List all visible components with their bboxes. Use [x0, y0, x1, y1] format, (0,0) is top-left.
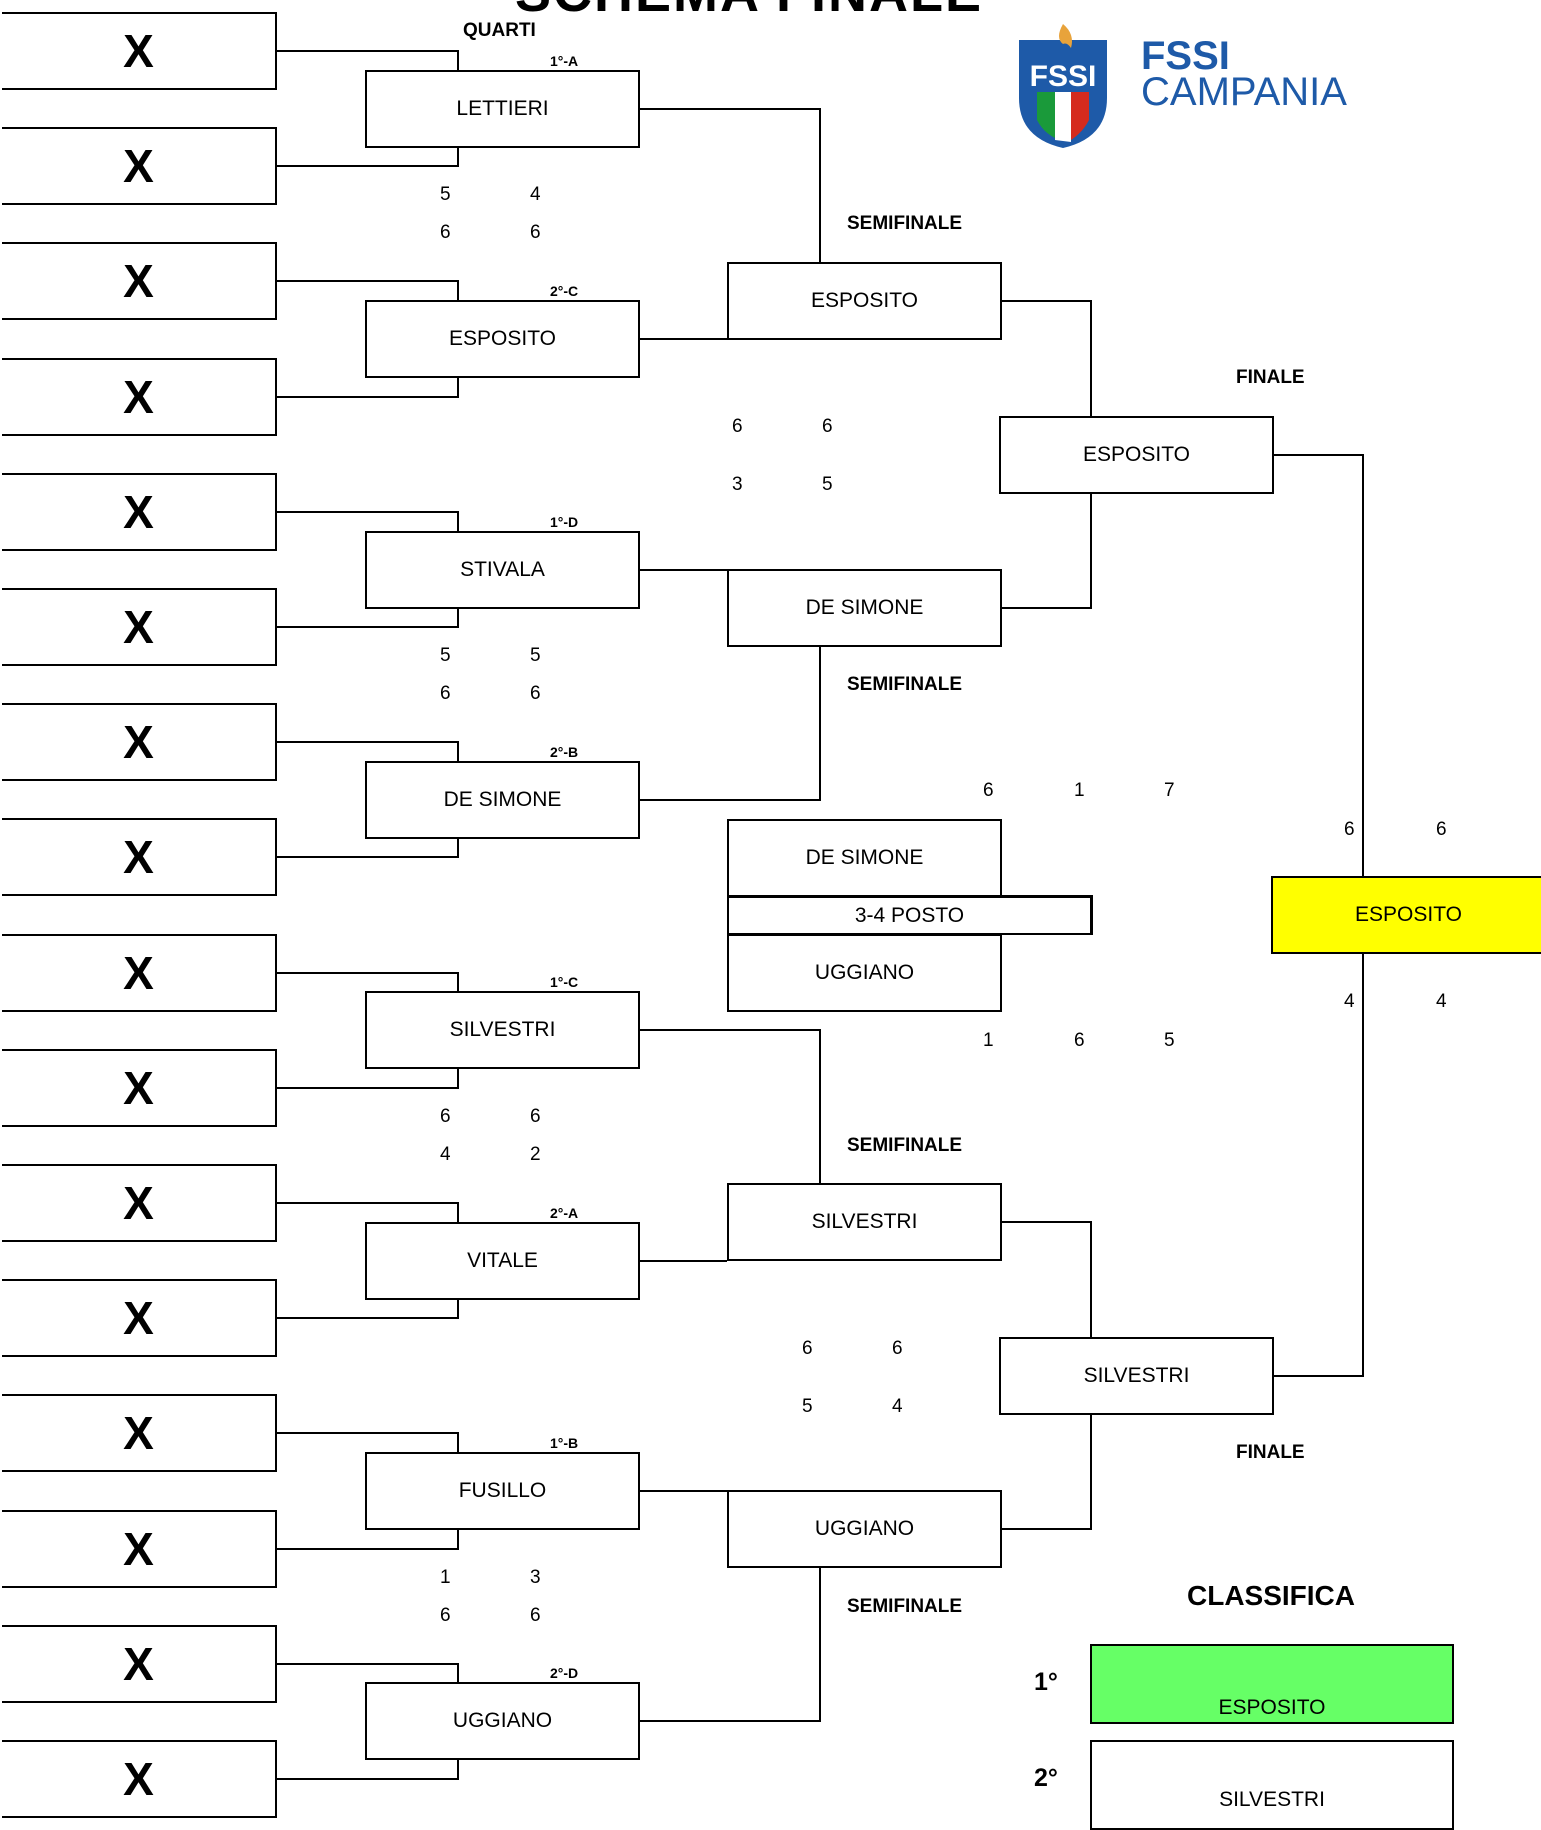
quarterfinal-box[interactable]: ESPOSITO [365, 300, 640, 378]
quarter-score: 4 [530, 184, 541, 205]
classifica-pos-1: 1° [1034, 1668, 1058, 1696]
third-place-label: 3-4 POSTO [727, 896, 1092, 935]
quarterfinal-box[interactable]: STIVALA [365, 531, 640, 609]
quarterfinal-seed: 2°-B [550, 744, 579, 760]
first-round-slot[interactable]: X [2, 934, 277, 1012]
first-round-slot[interactable]: X [2, 1049, 277, 1127]
final-score: 6 [1344, 819, 1355, 840]
quarterfinal-seed: 1°-A [550, 53, 579, 69]
quarterfinal-box[interactable]: LETTIERI [365, 70, 640, 148]
third-score-a: 6 [983, 780, 994, 801]
quarter-score: 5 [530, 645, 541, 666]
quarter-score: 6 [530, 1106, 541, 1127]
semifinal-box-3[interactable]: SILVESTRI [727, 1183, 1002, 1261]
label-semifinale-1: SEMIFINALE [847, 213, 963, 234]
classifica-second-name: SILVESTRI [1219, 1788, 1325, 1811]
final-score: 6 [1436, 819, 1447, 840]
third-place-player-a[interactable]: DE SIMONE [727, 819, 1002, 897]
quarter-score: 2 [530, 1144, 541, 1165]
quarter-score: 4 [440, 1144, 451, 1165]
first-round-slot[interactable]: X [2, 1394, 277, 1472]
classifica-second: SILVESTRI [1090, 1740, 1454, 1830]
classifica-pos-2: 2° [1034, 1764, 1058, 1792]
quarter-score: 6 [440, 1605, 451, 1626]
page-title: SCHEMA FINALE [515, 0, 983, 24]
quarterfinal-seed: 1°-C [550, 974, 579, 990]
third-score-b: 5 [1164, 1030, 1175, 1051]
label-semifinale-4: SEMIFINALE [847, 1596, 963, 1617]
third-place-player-b[interactable]: UGGIANO [727, 934, 1002, 1012]
quarter-score: 5 [440, 645, 451, 666]
quarter-score: 5 [440, 184, 451, 205]
fssi-campania-logo: FSSI FSSI CAMPANIA [1015, 20, 1347, 150]
third-score-a: 7 [1164, 780, 1175, 801]
first-round-slot[interactable]: X [2, 127, 277, 205]
logo-shield-text: FSSI [1030, 60, 1097, 93]
semifinal-box-4[interactable]: UGGIANO [727, 1490, 1002, 1568]
label-semifinale-3: SEMIFINALE [847, 1135, 963, 1156]
quarter-score: 6 [440, 1106, 451, 1127]
first-round-slot[interactable]: X [2, 588, 277, 666]
quarter-score: 6 [530, 222, 541, 243]
quarter-score: 6 [530, 683, 541, 704]
quarter-score: 6 [440, 222, 451, 243]
quarterfinal-box[interactable]: DE SIMONE [365, 761, 640, 839]
fssi-shield-icon: FSSI [1019, 24, 1107, 148]
classifica-first: ESPOSITO [1090, 1644, 1454, 1724]
semi-score: 6 [732, 416, 743, 437]
first-round-slot[interactable]: X [2, 1740, 277, 1818]
first-round-slot[interactable]: X [2, 1510, 277, 1588]
semi-score: 4 [892, 1396, 903, 1417]
quarterfinal-seed: 2°-C [550, 283, 579, 299]
quarterfinal-seed: 1°-D [550, 514, 579, 530]
quarter-score: 3 [530, 1567, 541, 1588]
logo-text-bottom: CAMPANIA [1141, 70, 1347, 114]
first-round-slot[interactable]: X [2, 703, 277, 781]
label-finale-1: FINALE [1236, 367, 1305, 388]
semi-score: 6 [802, 1338, 813, 1359]
first-round-slot[interactable]: X [2, 358, 277, 436]
third-score-a: 1 [1074, 780, 1085, 801]
quarter-score: 1 [440, 1567, 451, 1588]
final-score: 4 [1344, 991, 1355, 1012]
quarterfinal-seed: 2°-A [550, 1205, 579, 1221]
third-score-b: 6 [1074, 1030, 1085, 1051]
semi-score: 6 [892, 1338, 903, 1359]
semifinal-box-1[interactable]: ESPOSITO [727, 262, 1002, 340]
quarter-score: 6 [440, 683, 451, 704]
final-box-2[interactable]: SILVESTRI [999, 1337, 1274, 1415]
semi-score: 5 [802, 1396, 813, 1417]
semi-score: 3 [732, 474, 743, 495]
classifica-heading: CLASSIFICA [1187, 1580, 1355, 1611]
quarter-score: 6 [530, 1605, 541, 1626]
quarterfinal-box[interactable]: FUSILLO [365, 1452, 640, 1530]
classifica-first-name: ESPOSITO [1218, 1696, 1326, 1719]
label-quarti: QUARTI [463, 20, 536, 41]
quarterfinal-box[interactable]: SILVESTRI [365, 991, 640, 1069]
first-round-slot[interactable]: X [2, 1164, 277, 1242]
first-round-slot[interactable]: X [2, 1279, 277, 1357]
final-score: 4 [1436, 991, 1447, 1012]
first-round-slot[interactable]: X [2, 473, 277, 551]
semi-score: 6 [822, 416, 833, 437]
quarterfinal-box[interactable]: UGGIANO [365, 1682, 640, 1760]
semifinal-box-2[interactable]: DE SIMONE [727, 569, 1002, 647]
label-finale-2: FINALE [1236, 1442, 1305, 1463]
first-round-slot[interactable]: X [2, 12, 277, 90]
first-round-slot[interactable]: X [2, 818, 277, 896]
first-round-slot[interactable]: X [2, 1625, 277, 1703]
champion-box[interactable]: ESPOSITO [1271, 876, 1541, 954]
third-score-b: 1 [983, 1030, 994, 1051]
final-box-1[interactable]: ESPOSITO [999, 416, 1274, 494]
first-round-slot[interactable]: X [2, 242, 277, 320]
logo-text-top: FSSI [1141, 34, 1230, 78]
quarterfinal-seed: 2°-D [550, 1665, 579, 1681]
semi-score: 5 [822, 474, 833, 495]
quarterfinal-box[interactable]: VITALE [365, 1222, 640, 1300]
label-semifinale-2: SEMIFINALE [847, 674, 963, 695]
quarterfinal-seed: 1°-B [550, 1435, 579, 1451]
